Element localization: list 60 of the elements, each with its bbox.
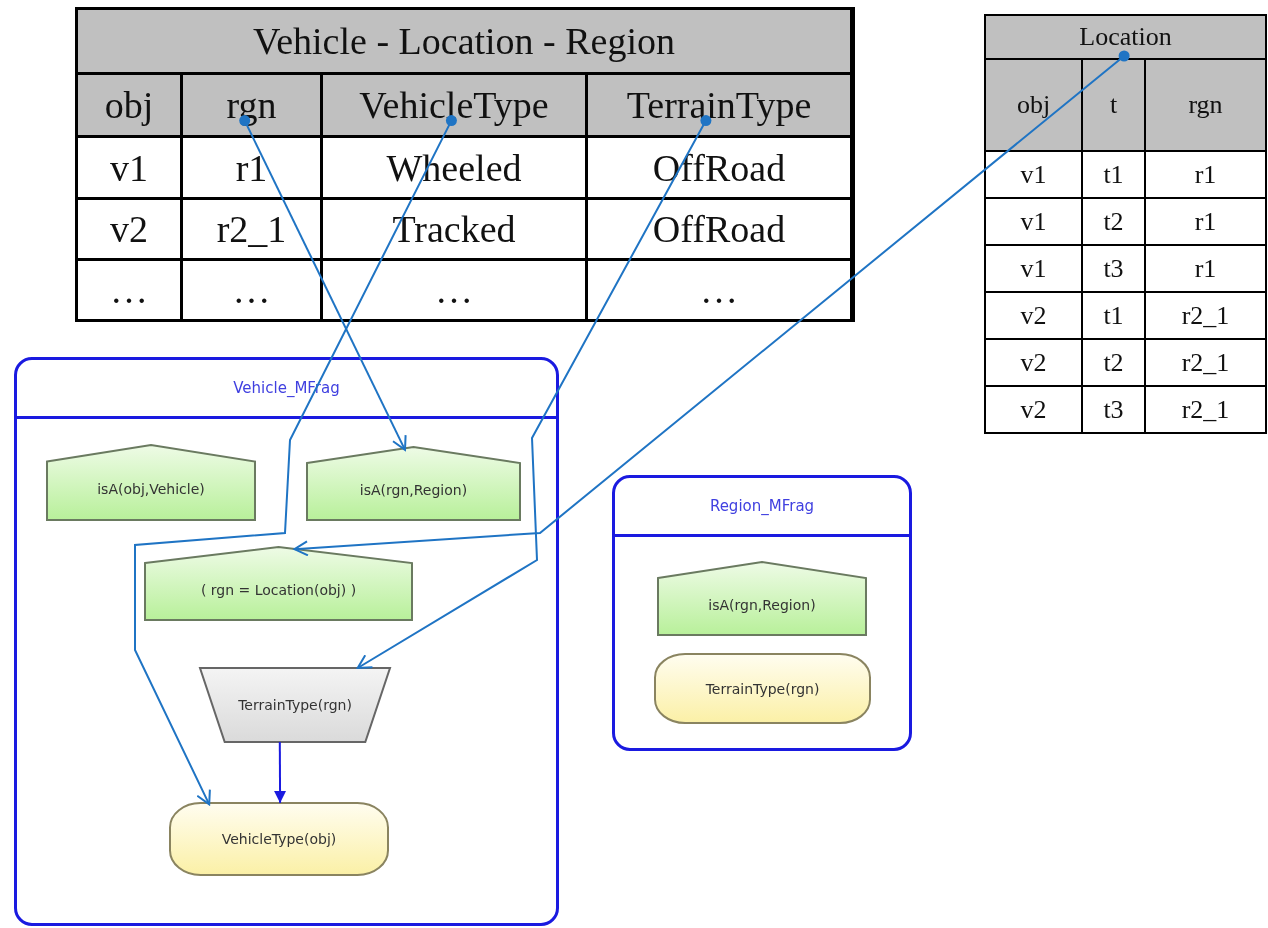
context-node (658, 562, 866, 635)
resident-node (655, 654, 870, 723)
input-node (200, 668, 390, 742)
header-cell: TerrainType (588, 75, 850, 135)
table-cell: … (323, 261, 585, 319)
context-node (145, 547, 412, 620)
arrow (134, 115, 457, 806)
table-cell: r1 (183, 138, 320, 197)
table-cell: t3 (1083, 246, 1144, 291)
header-cell: obj (78, 75, 180, 135)
table-cell: t1 (1083, 152, 1144, 197)
context-node (47, 445, 255, 520)
table-cell: t1 (1083, 293, 1144, 338)
table-cell: r2_1 (1146, 340, 1265, 385)
mfrag-frame (612, 475, 912, 751)
arrow (274, 741, 287, 804)
table-cell: t (1083, 60, 1144, 150)
table-cell: v2 (986, 387, 1081, 432)
table-cell: r1 (1146, 199, 1265, 244)
resident-node (170, 803, 388, 875)
table-cell: … (78, 261, 180, 319)
table-title: Vehicle - Location - Region (78, 10, 850, 72)
table-cell: r2_1 (1146, 293, 1265, 338)
table-cell: OffRoad (588, 200, 850, 258)
table-cell: v2 (986, 293, 1081, 338)
node-label: TerrainType(rgn) (705, 680, 820, 697)
table-cell: r2_1 (1146, 387, 1265, 432)
arrow (293, 50, 1130, 557)
data-table (984, 14, 1267, 434)
table-cell: Tracked (323, 200, 585, 258)
table-cell: v1 (986, 246, 1081, 291)
table-cell: t2 (1083, 340, 1144, 385)
node-label: ( rgn = Location(obj) ) (200, 581, 357, 598)
table-cell: v1 (986, 152, 1081, 197)
node-label: isA(obj,Vehicle) (97, 480, 205, 497)
table-cell: v2 (78, 200, 180, 258)
table-cell: t3 (1083, 387, 1144, 432)
context-node (307, 447, 520, 520)
header-cell: VehicleType (323, 75, 585, 135)
frame-title: Region_MFrag (709, 497, 815, 515)
table-cell: … (588, 261, 850, 319)
table-cell: v1 (78, 138, 180, 197)
node-label: isA(rgn,Region) (708, 596, 816, 613)
table-cell: rgn (1146, 60, 1265, 150)
table-cell: r1 (1146, 246, 1265, 291)
table-cell: v2 (986, 340, 1081, 385)
arrow (239, 115, 407, 451)
table-cell: obj (986, 60, 1081, 150)
table-cell: r1 (1146, 152, 1265, 197)
node-label: TerrainType(rgn) (238, 697, 352, 713)
table-title: Location (986, 16, 1265, 58)
table-cell: t2 (1083, 199, 1144, 244)
arrow (356, 115, 712, 669)
data-table (75, 7, 855, 322)
node-label: isA(rgn,Region) (359, 481, 468, 498)
node-label: VehicleType(obj) (221, 831, 337, 847)
mfrag-frame (14, 357, 559, 926)
table-cell: v1 (986, 199, 1081, 244)
table-cell: … (183, 261, 320, 319)
table-cell: r2_1 (183, 200, 320, 258)
